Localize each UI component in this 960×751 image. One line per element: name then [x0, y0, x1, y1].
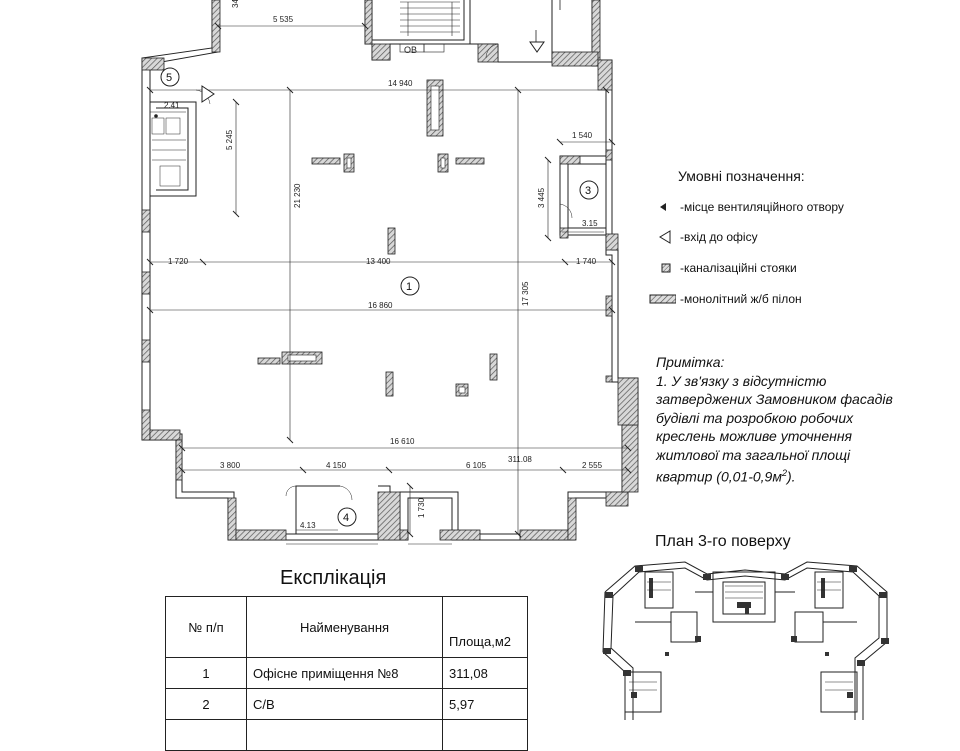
legend-item-entrance: -вхід до офісу — [648, 230, 758, 244]
dim-text: 21 230 — [293, 183, 302, 208]
dim-text: 3.15 — [582, 219, 598, 228]
table-cell: Офісне приміщення №8 — [246, 657, 443, 689]
dim-text: 16 860 — [368, 301, 393, 310]
legend-label: -вхід до офісу — [680, 230, 758, 244]
note-line: будівлі та розробкою робочих — [656, 409, 854, 426]
dim-text: 3 445 — [537, 187, 546, 208]
note-heading: Примітка: — [656, 354, 725, 370]
door-label: ОВ — [404, 45, 417, 55]
dim-text: 2.41 — [164, 101, 180, 110]
legend-title: Умовні позначення: — [678, 168, 805, 184]
dimension-lines — [146, 22, 632, 538]
dim-text: 1 720 — [168, 257, 189, 266]
dim-text: 6 105 — [466, 461, 487, 470]
dim-text: 340 — [231, 0, 240, 8]
room5-details — [151, 43, 573, 501]
glazing — [286, 539, 452, 545]
entrance-triangle-icon — [201, 41, 545, 103]
dim-text: 4.13 — [300, 521, 316, 530]
plan3-title: План 3-го поверху — [655, 533, 791, 550]
table-cell — [165, 719, 247, 751]
room-number: 1 — [406, 281, 412, 293]
legend-label: -монолітний ж/б пілон — [680, 292, 802, 306]
dim-text: 5 245 — [225, 129, 234, 150]
table-cell: 1 — [165, 657, 247, 689]
dim-text: 311.08 — [508, 455, 532, 464]
vent-triangle-icon — [648, 200, 676, 214]
dimension-texts: 5 535 14 940 5 245 21 230 1 540 3 445 3.… — [164, 0, 603, 530]
header-cell: Найменування — [246, 596, 443, 658]
third-floor-plan-drawing — [602, 561, 889, 720]
table-cell: 311,08 — [442, 657, 528, 689]
dim-text: 1 540 — [572, 131, 593, 140]
table-cell — [246, 719, 443, 751]
table-cell — [442, 719, 528, 751]
room-number: 5 — [166, 72, 172, 84]
header-cell: Площа,м2 — [442, 596, 528, 658]
table-row: 2 С/В 5,97 — [165, 688, 528, 720]
table-row: 1 Офісне приміщення №8 311,08 — [165, 657, 528, 689]
note-superscript: 2 — [781, 468, 787, 478]
note-block: Примітка: 1. У зв'язку з відсутністю зат… — [656, 353, 956, 486]
note-line: затверджених Замовником фасадів — [656, 391, 893, 407]
note-text: квартир (0,01-0,9м — [656, 468, 782, 485]
sewer-riser-icon — [648, 261, 676, 275]
legend-item-pylon: -монолітний ж/б пілон — [648, 292, 802, 306]
legend-label: -каналізаційні стояки — [680, 261, 797, 275]
header-cell: № п/п — [165, 596, 247, 658]
legend-label: -місце вентиляційного отвору — [680, 200, 844, 214]
table-cell: 5,97 — [442, 688, 528, 720]
note-line: квартир (0,01-0,9м2). — [656, 464, 956, 486]
dim-text: 2 555 — [582, 461, 603, 470]
dim-text: 16 610 — [390, 437, 415, 446]
dim-text: 3 800 — [220, 461, 241, 470]
floor-plan-drawing: ОВ 5 535 14 940 5 245 21 230 1 540 3 445… — [141, 0, 639, 545]
room-markers — [160, 67, 599, 527]
room-number: 3 — [585, 185, 591, 197]
dim-text: 1 730 — [417, 497, 426, 518]
note-line: житлової та загальної площі — [656, 446, 851, 463]
dim-text: 17 305 — [521, 281, 530, 306]
note-line: креслень можливе уточнення — [656, 428, 853, 444]
table-cell: С/В — [246, 688, 443, 720]
table-header-row: № п/п Найменування Площа,м2 — [165, 596, 528, 658]
legend-item-sewer: -каналізаційні стояки — [648, 261, 797, 275]
dim-text: 14 940 — [388, 79, 413, 88]
room5-point — [154, 114, 158, 118]
dim-text: 4 150 — [326, 461, 347, 470]
entrance-triangle-icon — [648, 230, 676, 244]
dim-text: 13 400 — [366, 257, 391, 266]
explication-title: Експлікація — [280, 567, 387, 589]
note-text: ). — [786, 468, 796, 485]
pylon-hatch-icon — [648, 292, 677, 306]
table-row — [165, 719, 528, 751]
note-line: 1. У зв'язку з відсутністю — [656, 372, 827, 389]
dim-text: 5 535 — [273, 15, 294, 24]
dim-text: 1 740 — [576, 257, 597, 266]
legend-item-vent: -місце вентиляційного отвору — [648, 200, 844, 214]
room-number: 4 — [343, 512, 349, 524]
stairs — [399, 1, 460, 53]
explication-table: № п/п Найменування Площа,м2 1 Офісне при… — [165, 596, 528, 751]
table-cell: 2 — [165, 688, 247, 720]
